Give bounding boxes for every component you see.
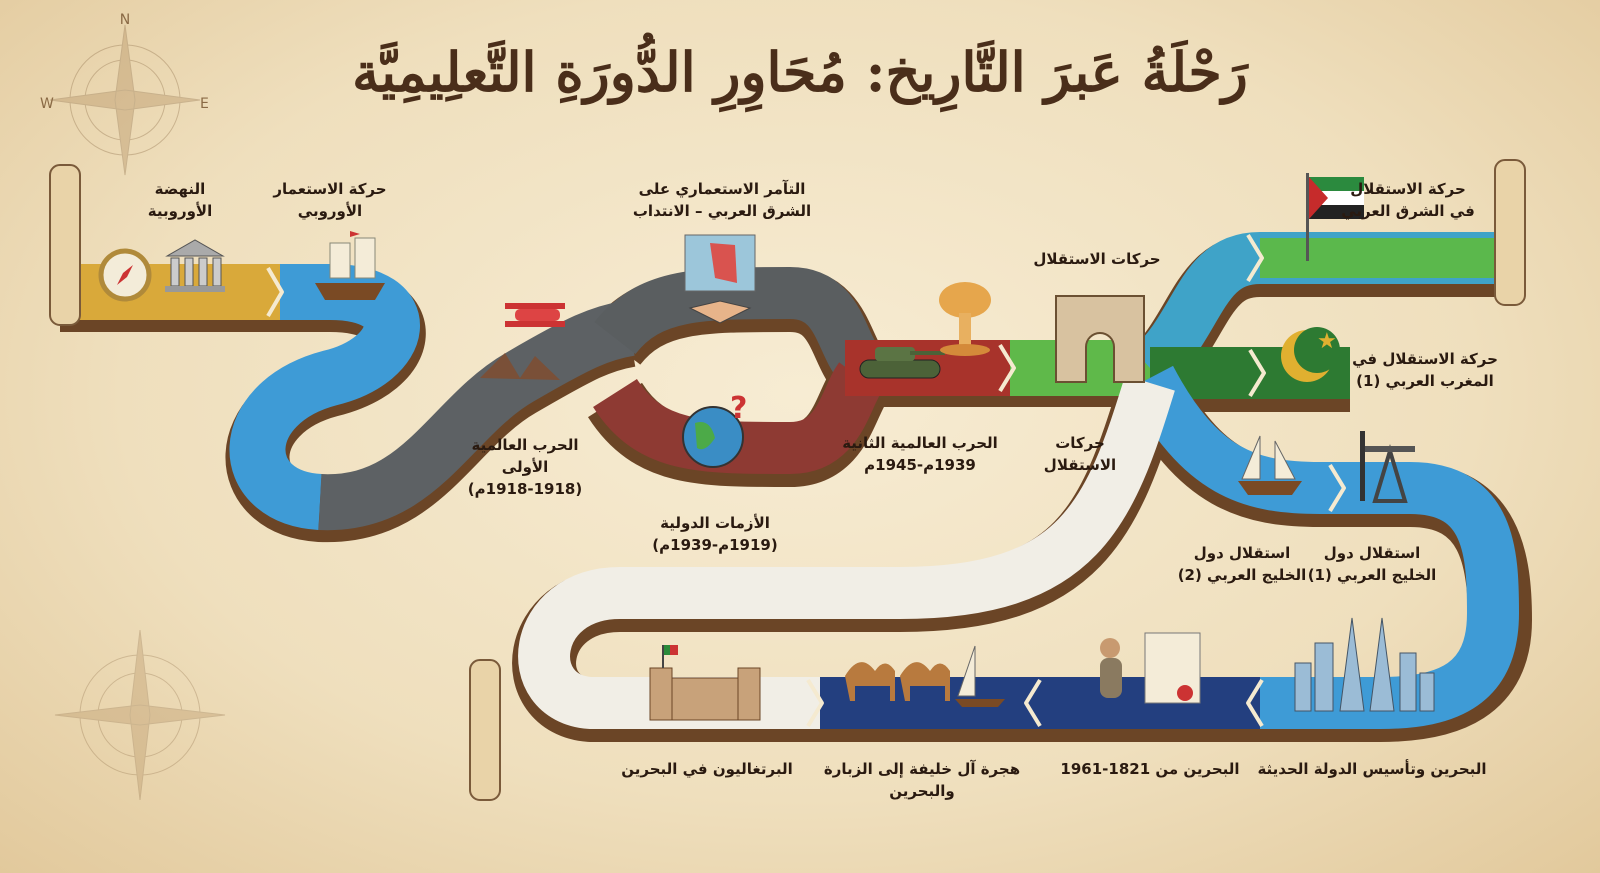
label-modern: البحرين وتأسيس الدولة الحديثة xyxy=(1257,758,1486,780)
map-handshake-icon xyxy=(675,233,765,337)
label-line: المغرب العربي (1) xyxy=(1356,372,1494,390)
label-line: والبحرين xyxy=(889,782,955,800)
label-ww2: الحرب العالمية الثانية 1939م-1945م xyxy=(842,432,998,476)
label-line: الأوروبية xyxy=(147,202,213,220)
compass-rose-bottom-icon xyxy=(54,629,226,801)
compass-rose-top-icon xyxy=(49,24,201,176)
label-ww1: الحرب العالمية الأولى (1918-1918م) xyxy=(468,434,582,500)
fort-icon xyxy=(640,643,770,727)
label-independence-top: حركات الاستقلال xyxy=(1033,248,1160,270)
compass-letter-e: E xyxy=(200,96,209,112)
svg-text:?: ? xyxy=(730,393,747,426)
label-line: استقلال دول xyxy=(1193,544,1291,562)
label-crises: الأزمات الدولية (1919م-1939م) xyxy=(652,512,777,556)
road-ww1 xyxy=(318,300,635,531)
road-bahrain-white xyxy=(518,375,1175,729)
arch-icon xyxy=(1052,292,1148,388)
label-renaissance: النهضة الأوروبية xyxy=(148,178,212,222)
label-line: التآمر الاستعماري على xyxy=(638,180,806,198)
road-colonialism xyxy=(229,264,420,530)
label-line: حركة الاستقلال xyxy=(1350,180,1466,198)
label-line: الأولى xyxy=(501,458,549,476)
crater-icon xyxy=(475,348,565,392)
cracked-globe-icon: ? xyxy=(675,391,755,477)
skyline-icon xyxy=(1290,613,1440,717)
oil-pump-icon xyxy=(1355,426,1425,510)
label-line: حركة الاستعمار xyxy=(273,180,387,198)
label-conspiracy: التآمر الاستعماري على الشرق العربي – الان… xyxy=(633,178,811,222)
page-title: رَحْلَةُ عَبرَ التَّارِيخ: مُحَاوِرِ الد… xyxy=(352,40,1248,104)
label-line: الأزمات الدولية xyxy=(660,514,770,532)
compass-letter-n: N xyxy=(120,12,130,28)
ship-icon xyxy=(305,228,395,312)
road-conspiracy xyxy=(594,267,881,383)
label-line: حركات الاستقلال xyxy=(1033,250,1161,268)
label-gulf1: استقلال دول الخليج العربي (1) xyxy=(1308,542,1437,586)
road-gulf xyxy=(1126,365,1519,729)
label-line: الخليج العربي (2) xyxy=(1177,566,1307,584)
label-colonialism: حركة الاستعمار الأوروبي xyxy=(273,178,386,222)
label-portuguese: البرتغاليون في البحرين xyxy=(621,758,793,780)
label-line: النهضة xyxy=(154,180,206,198)
flag-icon xyxy=(1300,173,1370,267)
pearl-diver-icon xyxy=(1085,628,1215,722)
label-line: الأوروبي xyxy=(297,202,363,220)
label-line: الحرب العالمية xyxy=(471,436,579,454)
scroll-left-top xyxy=(49,159,1526,801)
camels-icon xyxy=(840,641,1010,715)
label-line: (1919م-1939م) xyxy=(652,536,778,554)
compass-icon xyxy=(95,243,155,307)
tank-icon xyxy=(850,335,950,389)
label-maghreb: حركة الاستقلال في المغرب العربي (1) xyxy=(1352,348,1498,392)
label-line: (1918-1918م) xyxy=(467,480,583,498)
label-migration: هجرة آل خليفة إلى الزبارة والبحرين xyxy=(824,758,1020,802)
label-line: 1939م-1945م xyxy=(864,456,976,474)
label-line: هجرة آل خليفة إلى الزبارة xyxy=(823,760,1021,778)
label-line: الحرب العالمية الثانية xyxy=(842,434,998,452)
label-line: الخليج العربي (1) xyxy=(1307,566,1437,584)
label-bahrain1821: البحرين من 1821-1961 xyxy=(1060,758,1239,780)
label-gulf2: استقلال دول الخليج العربي (2) xyxy=(1178,542,1307,586)
compass-letter-w: W xyxy=(40,96,54,112)
mushroom-cloud-icon xyxy=(935,278,995,362)
label-line: استقلال دول xyxy=(1323,544,1421,562)
dhow-icon xyxy=(1230,431,1310,505)
label-line: الشرق العربي – الانتداب xyxy=(632,202,812,220)
label-independence-low: حركات الاستقلال xyxy=(1044,432,1116,476)
label-line: حركة الاستقلال في xyxy=(1352,350,1498,368)
temple-icon xyxy=(163,238,227,298)
svg-text:★: ★ xyxy=(1317,329,1337,354)
road-crises xyxy=(593,362,882,474)
crescent-icon: ★ xyxy=(1275,318,1345,392)
label-line: البحرين من 1821-1961 xyxy=(1060,760,1240,778)
biplane-icon xyxy=(495,291,575,345)
label-line: في الشرق العربي xyxy=(1341,202,1475,220)
label-line: حركات xyxy=(1055,434,1105,452)
label-line: الاستقلال xyxy=(1043,456,1117,474)
label-line: البرتغاليون في البحرين xyxy=(621,760,793,778)
label-line: البحرين وتأسيس الدولة الحديثة xyxy=(1257,760,1487,778)
label-east: حركة الاستقلال في الشرق العربي xyxy=(1341,178,1475,222)
